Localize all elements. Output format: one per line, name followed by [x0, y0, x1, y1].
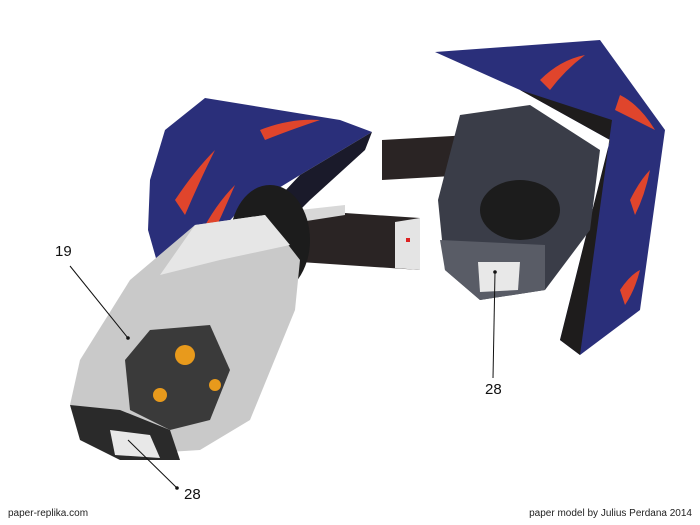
right-wing [435, 40, 665, 355]
footer-credit: paper model by Julius Perdana 2014 [529, 508, 692, 519]
leader-line-28-right [492, 271, 496, 379]
right-cockpit-pod [438, 105, 600, 300]
footer-site: paper-replika.com [8, 508, 89, 519]
left-cockpit-pod [70, 215, 300, 460]
leader-line-28-bottom [127, 439, 178, 489]
leader-line-19 [69, 265, 129, 339]
callout-28-right: 28 [485, 381, 502, 398]
callout-19: 19 [55, 243, 72, 260]
callout-28-bottom: 28 [184, 486, 201, 503]
